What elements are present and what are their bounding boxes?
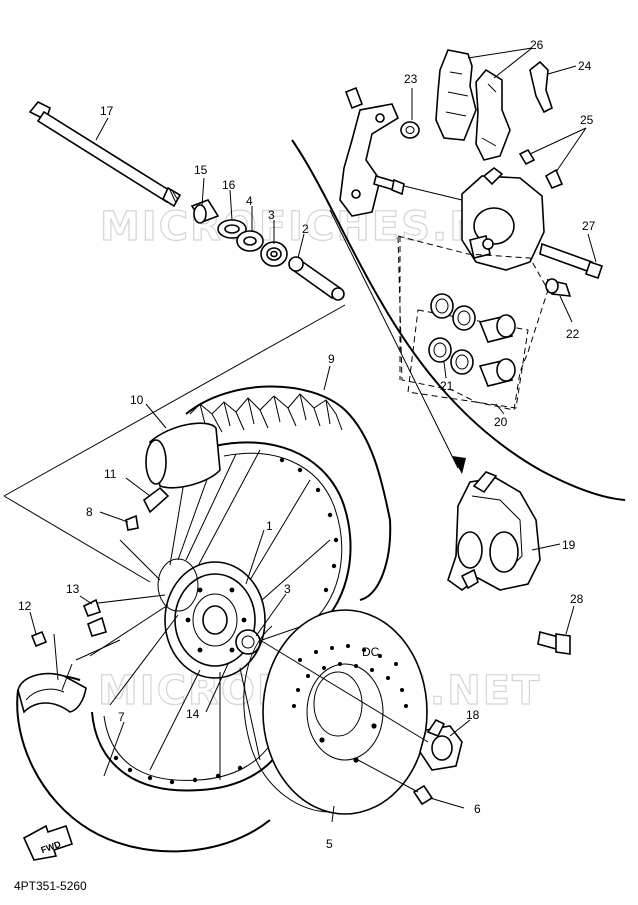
callout-1: 1 <box>266 519 273 533</box>
sleeve-23 <box>400 121 420 139</box>
brake-disc: DC <box>243 609 428 815</box>
callout-3-lower: 3 <box>284 582 291 596</box>
callout-20: 20 <box>494 415 508 429</box>
caliper-bolt-27 <box>539 242 604 280</box>
forward-direction-arrow: FWD <box>22 824 74 861</box>
callout-8: 8 <box>86 505 93 519</box>
caliper-bolt-28 <box>537 630 571 655</box>
callout-4: 4 <box>246 194 253 208</box>
piston-seals-21 <box>428 293 516 387</box>
front-axle <box>28 100 182 208</box>
callout-12: 12 <box>18 599 32 613</box>
callout-19: 19 <box>562 538 576 552</box>
callout-22: 22 <box>566 327 580 341</box>
callout-7: 7 <box>118 710 125 724</box>
collar-15 <box>190 199 220 224</box>
callout-27: 27 <box>582 219 596 233</box>
callout-5: 5 <box>326 837 333 851</box>
diagram-code: 4PT351-5260 <box>14 879 87 893</box>
bearing-4 <box>236 230 264 252</box>
pin-bolt <box>373 174 463 201</box>
callout-21: 21 <box>440 379 454 393</box>
bearing-3-upper <box>260 241 288 267</box>
callout-3-upper: 3 <box>268 208 275 222</box>
callout-16: 16 <box>222 178 236 192</box>
callout-23: 23 <box>404 72 418 86</box>
callout-9: 9 <box>328 352 335 366</box>
callout-18: 18 <box>466 708 480 722</box>
bleed-screw-22 <box>545 278 572 297</box>
callout-26: 26 <box>530 38 544 52</box>
callout-11: 11 <box>104 467 117 481</box>
callout-24: 24 <box>578 59 592 73</box>
pad-spring-24 <box>529 60 553 114</box>
caliper-bracket <box>339 86 400 217</box>
callout-13: 13 <box>66 582 80 596</box>
caliper-body <box>461 166 545 271</box>
speedometer-gear-unit-18 <box>259 639 463 771</box>
disc-bolt-6 <box>357 759 434 806</box>
callout-17: 17 <box>100 104 114 118</box>
callout-14: 14 <box>186 707 200 721</box>
brake-pads-26 <box>435 49 511 161</box>
pad-clip-25 <box>518 148 564 190</box>
oil-seal-16 <box>217 219 247 239</box>
front-tire-and-wheel <box>16 385 392 853</box>
callout-25: 25 <box>580 113 594 127</box>
callout-15: 15 <box>194 163 208 177</box>
leader-lines <box>29 47 597 823</box>
brake-caliper-assembly-19 <box>447 471 541 591</box>
callout-10: 10 <box>130 393 144 407</box>
callout-28: 28 <box>570 592 584 606</box>
callout-6: 6 <box>474 802 481 816</box>
callout-2: 2 <box>302 222 309 236</box>
callout-numbers: 1 2 3 3 4 5 6 7 8 9 10 11 12 13 14 15 16… <box>18 38 596 851</box>
svg-text:DC: DC <box>362 645 380 659</box>
spacer-2 <box>288 256 345 301</box>
